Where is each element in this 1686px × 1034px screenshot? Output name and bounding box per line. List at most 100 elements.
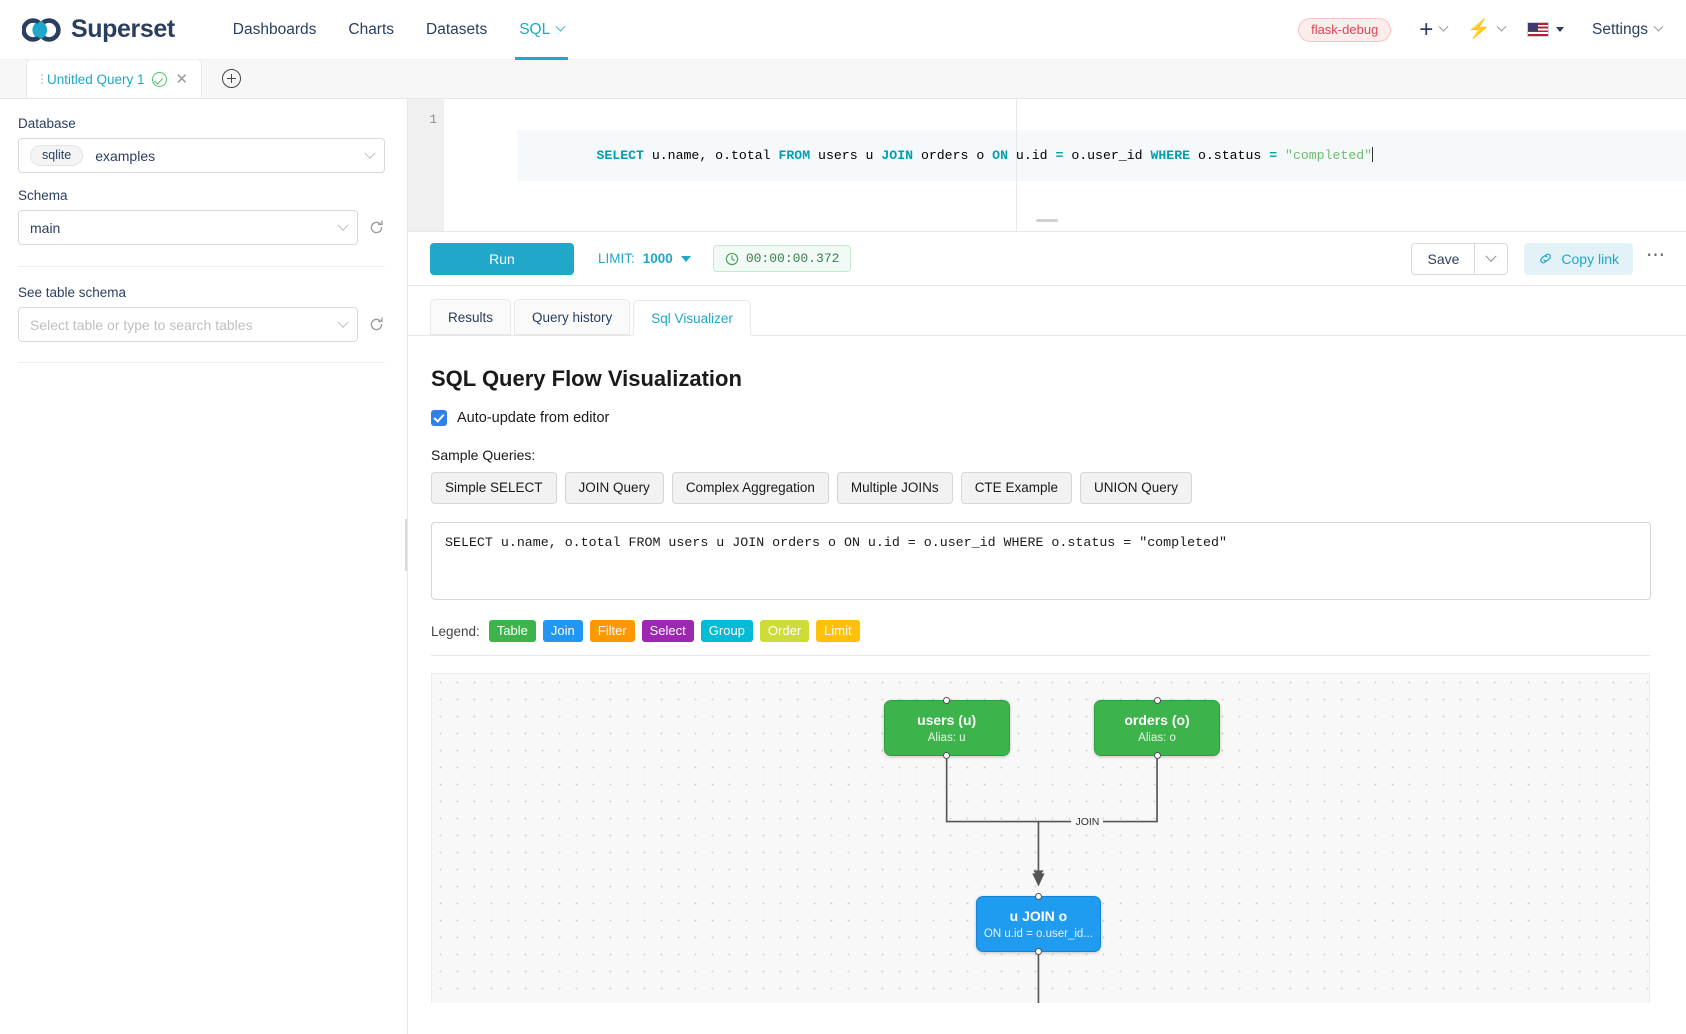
sql-visualizer-pane: SQL Query Flow Visualization Auto-update… — [408, 336, 1686, 1034]
save-dropdown-button[interactable] — [1474, 242, 1509, 275]
table-search-select[interactable]: Select table or type to search tables — [18, 307, 358, 342]
settings-menu[interactable]: Settings — [1592, 21, 1664, 39]
sample-query-button-2[interactable]: Complex Aggregation — [671, 472, 829, 504]
schema-select[interactable]: main — [18, 210, 358, 245]
copy-link-button[interactable]: Copy link — [1524, 242, 1633, 275]
code-token: "completed" — [1285, 148, 1373, 163]
result-tabs: Results Query history Sql Visualizer — [408, 286, 1686, 336]
editor-code-line: SELECT u.name, o.total FROM users u JOIN… — [517, 130, 1686, 181]
code-token: users u — [810, 148, 882, 163]
new-item-button[interactable]: + — [1415, 15, 1451, 43]
flow-node-orders[interactable]: orders (o)Alias: o — [1094, 697, 1220, 759]
check-circle-icon — [151, 71, 167, 87]
flow-node-join[interactable]: u JOIN o ON u.id = o.user_id... — [975, 893, 1102, 955]
legend-chip-limit: Limit — [816, 620, 860, 642]
timer-value: 00:00:00.372 — [745, 251, 840, 266]
editor-resize-handle[interactable] — [1036, 219, 1058, 222]
code-token: o.status — [1190, 148, 1270, 163]
body-split: Database sqlite examples Schema main — [0, 99, 1686, 1034]
nav-link-label: Datasets — [426, 20, 488, 38]
limit-prefix: LIMIT: — [598, 251, 635, 266]
superset-logo[interactable]: Superset — [22, 15, 175, 44]
plus-icon: + — [1419, 15, 1434, 43]
add-tab-icon — [221, 69, 241, 88]
sample-query-button-0[interactable]: Simple SELECT — [431, 472, 557, 504]
node-port-bottom[interactable] — [1034, 948, 1042, 955]
node-subtitle: ON u.id = o.user_id... — [983, 928, 1093, 940]
run-button[interactable]: Run — [430, 242, 574, 275]
query-tab-untitled-query-1[interactable]: ⋮ Untitled Query 1 ✕ — [26, 59, 203, 98]
limit-dropdown[interactable]: LIMIT: 1000 — [598, 251, 691, 266]
nav-link-charts[interactable]: Charts — [332, 0, 410, 60]
node-port-bottom[interactable] — [1153, 752, 1161, 759]
nav-link-datasets[interactable]: Datasets — [410, 0, 503, 60]
editor-gutter: 1 — [408, 99, 444, 231]
node-title: orders (o) — [1124, 712, 1190, 728]
code-token: u.id — [1008, 148, 1056, 163]
node-title: u JOIN o — [1009, 908, 1068, 924]
save-button-group: Save — [1411, 242, 1509, 275]
sample-query-button-1[interactable]: JOIN Query — [564, 472, 664, 504]
bolt-icon: ⚡ — [1467, 19, 1491, 40]
database-select[interactable]: sqlite examples — [18, 138, 385, 173]
chevron-down-icon — [337, 219, 349, 231]
legend-chip-filter: Filter — [589, 620, 635, 642]
node-port-top[interactable] — [1153, 697, 1161, 704]
sql-input-textarea[interactable] — [431, 522, 1651, 600]
schema-label: Schema — [18, 188, 68, 203]
node-title: users (u) — [917, 712, 977, 728]
chevron-down-icon — [1485, 250, 1498, 262]
caret-down-icon — [1555, 27, 1564, 32]
save-button[interactable]: Save — [1411, 242, 1475, 275]
nav-link-sql[interactable]: SQL — [503, 0, 580, 60]
chevron-down-icon — [1438, 21, 1449, 32]
node-port-top[interactable] — [1034, 893, 1042, 900]
legend-chip-order: Order — [759, 620, 810, 642]
node-port-bottom[interactable] — [943, 752, 951, 759]
right-panel: 1 SELECT u.name, o.total FROM users u JO… — [408, 99, 1686, 1034]
more-options-icon[interactable]: ⋯ — [1646, 245, 1666, 266]
schema-field: Schema main — [18, 188, 385, 245]
auto-update-checkbox[interactable] — [431, 410, 447, 426]
legend-label: Legend: — [431, 623, 480, 639]
auto-update-checkbox-row[interactable]: Auto-update from editor — [431, 410, 1650, 426]
panel-resize-handle[interactable] — [405, 519, 410, 571]
close-icon[interactable]: ✕ — [175, 70, 189, 88]
sample-query-button-4[interactable]: CTE Example — [960, 472, 1072, 504]
tab-query-history[interactable]: Query history — [514, 299, 631, 335]
add-query-tab-button[interactable] — [202, 59, 261, 98]
query-tab-bar: ⋮ Untitled Query 1 ✕ — [0, 59, 1686, 99]
sample-query-button-3[interactable]: Multiple JOINs — [836, 472, 953, 504]
language-selector[interactable] — [1509, 22, 1568, 37]
nav-link-dashboards[interactable]: Dashboards — [217, 0, 333, 60]
database-engine-pill: sqlite — [30, 145, 84, 166]
code-token: JOIN — [881, 148, 914, 163]
code-token: = — [1269, 148, 1278, 163]
chevron-down-icon — [555, 21, 566, 32]
legend-chip-table: Table — [488, 620, 536, 642]
tab-sql-visualizer[interactable]: Sql Visualizer — [633, 300, 751, 336]
refresh-icon[interactable] — [368, 219, 385, 236]
nav-links: Dashboards Charts Datasets SQL — [217, 0, 580, 60]
sql-editor[interactable]: 1 SELECT u.name, o.total FROM users u JO… — [408, 99, 1686, 232]
top-navbar: Superset Dashboards Charts Datasets SQL … — [0, 0, 1686, 60]
refresh-icon[interactable] — [368, 316, 385, 333]
code-token: SELECT — [596, 148, 644, 163]
tab-label: Sql Visualizer — [651, 310, 733, 326]
tab-results[interactable]: Results — [430, 299, 512, 335]
table-schema-field: See table schema Select table or type to… — [18, 285, 385, 342]
table-search-placeholder: Select table or type to search tables — [30, 316, 253, 333]
editor-code-area[interactable]: SELECT u.name, o.total FROM users u JOIN… — [444, 99, 1686, 231]
tab-label: Query history — [532, 309, 613, 325]
flow-node-users[interactable]: users (u)Alias: u — [883, 697, 1010, 759]
tab-label: Results — [448, 309, 494, 325]
code-token: o.user_id — [1063, 148, 1151, 163]
sample-query-button-5[interactable]: UNION Query — [1079, 472, 1192, 504]
quick-actions-button[interactable]: ⚡ — [1463, 20, 1509, 39]
drag-handle-icon[interactable]: ⋮ — [36, 72, 48, 86]
chevron-down-icon — [1496, 21, 1507, 32]
link-icon — [1540, 253, 1552, 264]
node-port-top[interactable] — [943, 697, 951, 704]
